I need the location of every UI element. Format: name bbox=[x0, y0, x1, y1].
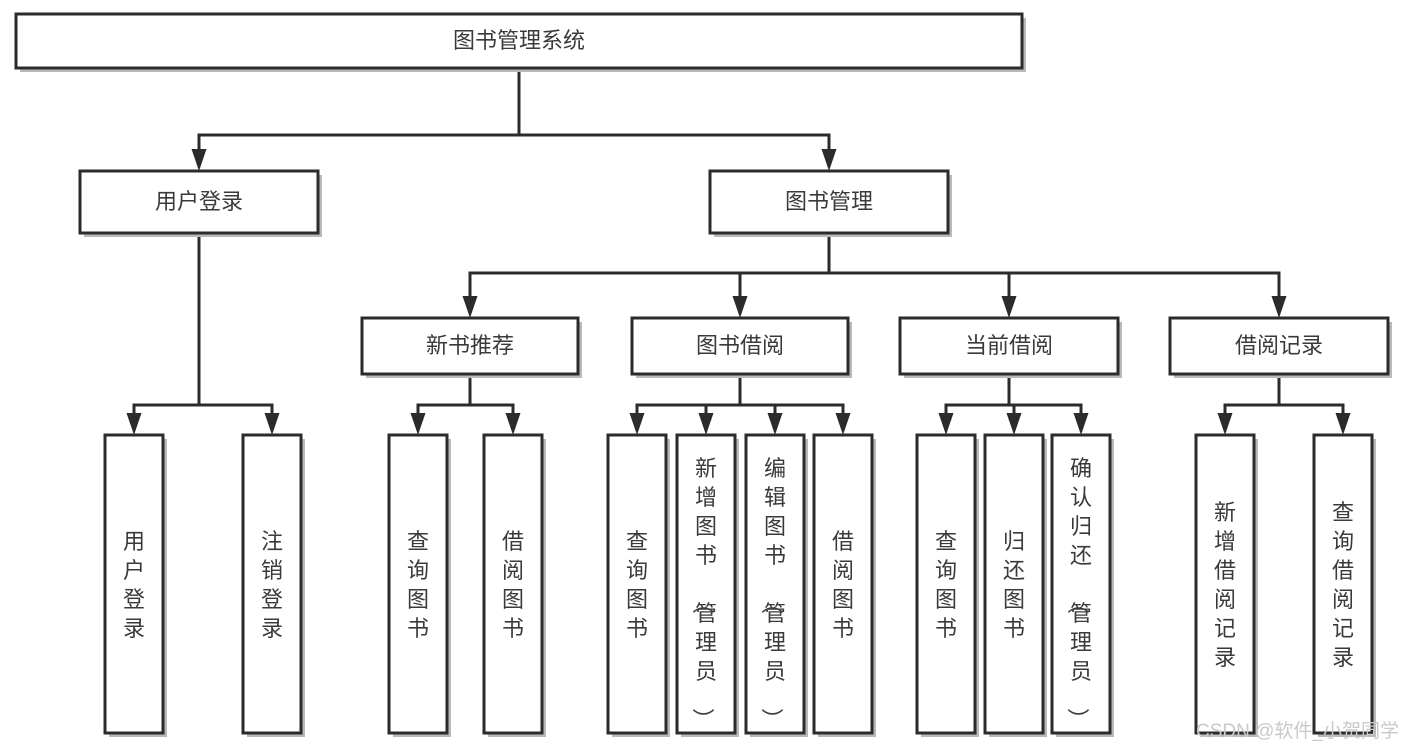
node-label-current-borrow: 当前借阅 bbox=[965, 333, 1053, 358]
node-box-leaf-borrow-query[interactable] bbox=[606, 433, 668, 735]
edge-group-new-book-rec bbox=[410, 372, 521, 435]
node-box-leaf-borrow-edit[interactable] bbox=[744, 433, 806, 735]
node-label-leaf-rec-borrow: 借阅图书 bbox=[502, 529, 524, 641]
node-label-user-login: 用户登录 bbox=[155, 189, 243, 214]
edges-layer bbox=[126, 66, 1351, 435]
node-new-book-rec[interactable]: 新书推荐 bbox=[360, 316, 582, 378]
node-label-leaf-cur-query: 查询图书 bbox=[935, 529, 957, 641]
node-label-leaf-rec-query: 查询图书 bbox=[407, 529, 429, 641]
node-leaf-borrow-lend[interactable]: 借阅图书 bbox=[812, 433, 876, 737]
node-leaf-user-login[interactable]: 用户登录 bbox=[103, 433, 167, 737]
node-box-leaf-rec-borrow[interactable] bbox=[482, 433, 544, 735]
node-label-leaf-rec-add: 新增借阅记录 bbox=[1214, 500, 1236, 670]
node-leaf-rec-add[interactable]: 新增借阅记录 bbox=[1194, 433, 1258, 737]
edge-group-current-borrow bbox=[938, 372, 1089, 435]
node-box-leaf-borrow-lend[interactable] bbox=[812, 433, 874, 735]
node-box-leaf-cur-return[interactable] bbox=[983, 433, 1045, 735]
node-leaf-rec-search[interactable]: 查询借阅记录 bbox=[1312, 433, 1376, 737]
node-leaf-cur-query[interactable]: 查询图书 bbox=[915, 433, 979, 737]
nodes-layer: 图书管理系统用户登录图书管理新书推荐图书借阅当前借阅借阅记录用户登录注销登录查询… bbox=[14, 12, 1392, 737]
node-box-book-manage[interactable] bbox=[708, 169, 950, 235]
node-leaf-cur-return[interactable]: 归还图书 bbox=[983, 433, 1047, 737]
watermark-label: CSDN @软件_小贺同学 bbox=[1196, 721, 1399, 742]
node-label-leaf-rec-search: 查询借阅记录 bbox=[1332, 500, 1354, 670]
node-box-leaf-cur-query[interactable] bbox=[915, 433, 977, 735]
node-box-borrow-record[interactable] bbox=[1168, 316, 1390, 376]
node-leaf-user-logout[interactable]: 注销登录 bbox=[241, 433, 305, 737]
node-root[interactable]: 图书管理系统 bbox=[14, 12, 1026, 72]
node-user-login[interactable]: 用户登录 bbox=[78, 169, 322, 237]
node-book-manage[interactable]: 图书管理 bbox=[708, 169, 952, 237]
node-leaf-borrow-add[interactable]: 新增图书（管理员） bbox=[675, 433, 739, 737]
edge-group-root bbox=[191, 66, 837, 171]
node-leaf-rec-query[interactable]: 查询图书 bbox=[387, 433, 451, 737]
node-box-leaf-user-login[interactable] bbox=[103, 433, 165, 735]
node-box-book-borrow[interactable] bbox=[630, 316, 850, 376]
edge-group-user-login bbox=[126, 231, 280, 435]
node-label-root: 图书管理系统 bbox=[453, 28, 585, 53]
node-borrow-record[interactable]: 借阅记录 bbox=[1168, 316, 1392, 378]
node-book-borrow[interactable]: 图书借阅 bbox=[630, 316, 852, 378]
node-label-book-borrow: 图书借阅 bbox=[696, 333, 784, 358]
edge-group-book-manage bbox=[462, 231, 1287, 318]
node-label-leaf-borrow-lend: 借阅图书 bbox=[832, 529, 854, 641]
node-box-leaf-rec-search[interactable] bbox=[1312, 433, 1374, 735]
node-box-root[interactable] bbox=[14, 12, 1024, 70]
node-box-leaf-user-logout[interactable] bbox=[241, 433, 303, 735]
node-box-user-login[interactable] bbox=[78, 169, 320, 235]
node-leaf-rec-borrow[interactable]: 借阅图书 bbox=[482, 433, 546, 737]
edge-group-book-borrow bbox=[629, 372, 851, 435]
node-label-new-book-rec: 新书推荐 bbox=[426, 333, 514, 358]
node-label-leaf-user-login: 用户登录 bbox=[123, 529, 145, 641]
node-label-leaf-cur-return: 归还图书 bbox=[1003, 529, 1025, 641]
node-box-leaf-rec-query[interactable] bbox=[387, 433, 449, 735]
node-label-leaf-borrow-edit: 编辑图书（管理员） bbox=[759, 456, 786, 730]
node-box-leaf-cur-confirm[interactable] bbox=[1050, 433, 1112, 735]
node-label-leaf-borrow-add: 新增图书（管理员） bbox=[690, 456, 717, 730]
edge-group-borrow-record bbox=[1217, 372, 1351, 435]
node-box-new-book-rec[interactable] bbox=[360, 316, 580, 376]
node-box-current-borrow[interactable] bbox=[898, 316, 1120, 376]
node-current-borrow[interactable]: 当前借阅 bbox=[898, 316, 1122, 378]
node-box-leaf-borrow-add[interactable] bbox=[675, 433, 737, 735]
node-label-leaf-cur-confirm: 确认归还（管理员） bbox=[1065, 456, 1092, 730]
node-box-leaf-rec-add[interactable] bbox=[1194, 433, 1256, 735]
node-leaf-borrow-query[interactable]: 查询图书 bbox=[606, 433, 670, 737]
node-label-book-manage: 图书管理 bbox=[785, 189, 873, 214]
node-label-leaf-borrow-query: 查询图书 bbox=[626, 529, 648, 641]
node-label-borrow-record: 借阅记录 bbox=[1235, 333, 1323, 358]
node-leaf-borrow-edit[interactable]: 编辑图书（管理员） bbox=[744, 433, 808, 737]
node-label-leaf-user-logout: 注销登录 bbox=[261, 529, 283, 641]
node-leaf-cur-confirm[interactable]: 确认归还（管理员） bbox=[1050, 433, 1114, 737]
